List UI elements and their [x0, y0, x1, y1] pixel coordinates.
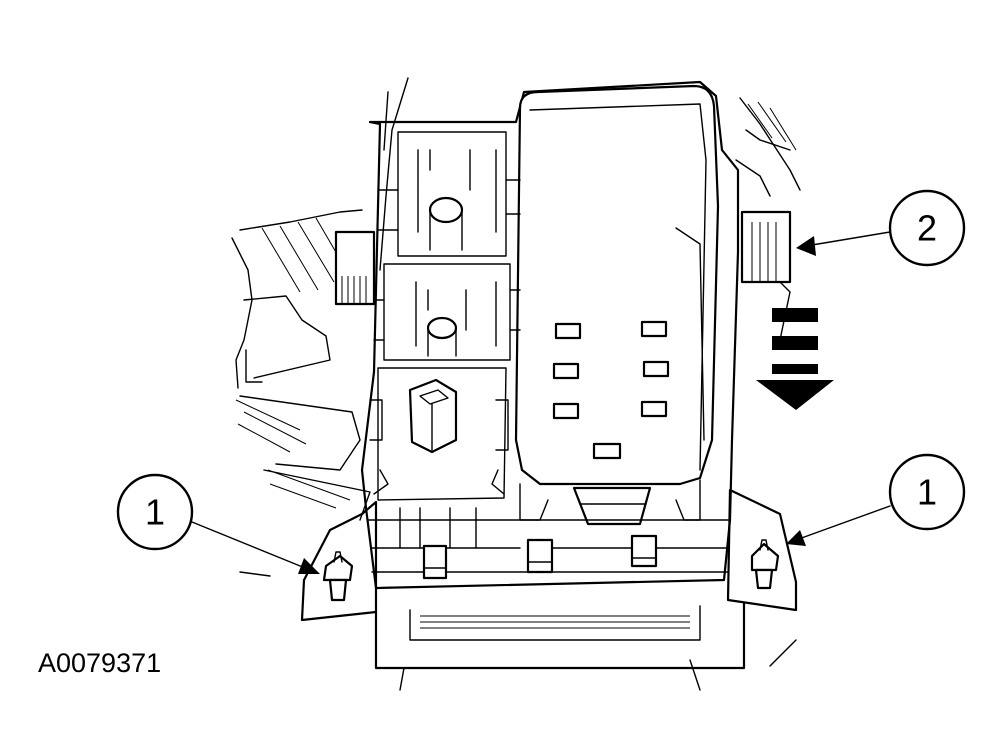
mounting-bracket [239, 488, 798, 691]
callout-label: 1 [145, 492, 165, 533]
fuse-box-body [360, 80, 740, 590]
callout-label: 2 [917, 208, 937, 249]
right-surrounding-structure [735, 97, 801, 341]
callout-2: 2 [796, 189, 966, 267]
callout-1-left: 1 [116, 473, 320, 574]
callout-label: 1 [917, 472, 937, 513]
callout-1-right: 1 [786, 453, 966, 546]
left-surrounding-structure [231, 77, 409, 521]
figure-id: A0079371 [38, 648, 161, 678]
right-push-pin [750, 539, 780, 590]
down-arrow-icon [756, 308, 834, 410]
left-push-pin [322, 551, 354, 602]
